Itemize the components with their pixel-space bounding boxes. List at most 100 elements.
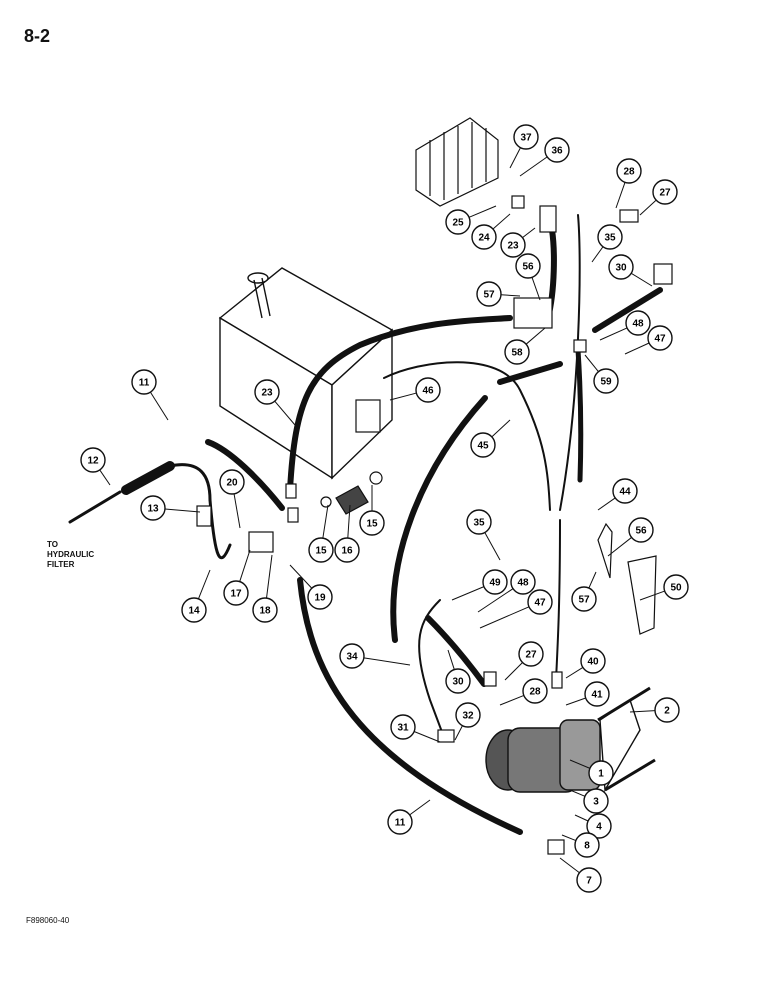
callout-circle bbox=[359, 510, 385, 536]
callout-c11b: 11 bbox=[387, 799, 431, 835]
callout-c15a: 15 bbox=[308, 504, 334, 563]
callout-leader bbox=[492, 213, 511, 230]
callout-circle bbox=[616, 158, 642, 184]
callout-label: 11 bbox=[139, 378, 150, 389]
callout-group: 1234781111121314151516171819202323242527… bbox=[80, 124, 689, 893]
callout-c7: 7 bbox=[559, 857, 602, 893]
callout-c19: 19 bbox=[289, 564, 333, 610]
callout-leader bbox=[468, 205, 497, 218]
callout-c56b: 56 bbox=[607, 517, 654, 557]
callout-label: 47 bbox=[654, 334, 666, 345]
callout-leader bbox=[477, 588, 514, 613]
callout-circle bbox=[466, 509, 492, 535]
callout-c18: 18 bbox=[252, 554, 278, 623]
callout-c27b: 27 bbox=[504, 641, 544, 681]
callout-leader bbox=[629, 710, 656, 713]
callout-circle bbox=[445, 209, 471, 235]
callout-c23b: 23 bbox=[500, 227, 536, 258]
callout-c57b: 57 bbox=[571, 571, 597, 612]
callout-label: 58 bbox=[511, 348, 523, 359]
callout-c34: 34 bbox=[339, 643, 411, 669]
callout-circle bbox=[252, 597, 278, 623]
callout-circle bbox=[625, 310, 651, 336]
callout-c45: 45 bbox=[470, 419, 511, 458]
callout-circle bbox=[522, 678, 548, 704]
callout-circle bbox=[518, 641, 544, 667]
callout-c49: 49 bbox=[451, 569, 508, 601]
callout-circle bbox=[131, 369, 157, 395]
callout-circle bbox=[482, 569, 508, 595]
hydraulic-tank bbox=[218, 267, 394, 480]
callout-circle bbox=[612, 478, 638, 504]
callout-label: 45 bbox=[477, 441, 489, 452]
callout-circle bbox=[181, 597, 207, 623]
callout-leader bbox=[233, 493, 241, 529]
callout-leader bbox=[597, 497, 616, 511]
note-line-3: FILTER bbox=[47, 560, 75, 569]
callout-label: 27 bbox=[659, 188, 671, 199]
callout-leader bbox=[639, 590, 665, 601]
callout-circle bbox=[470, 432, 496, 458]
callout-c3: 3 bbox=[569, 788, 609, 814]
callout-leader bbox=[615, 182, 626, 209]
callout-c44: 44 bbox=[597, 478, 638, 511]
callout-circle bbox=[583, 788, 609, 814]
callout-leader bbox=[289, 564, 313, 589]
hydraulic-filter-note: TO HYDRAULIC FILTER bbox=[47, 540, 94, 570]
callout-label: 27 bbox=[525, 650, 537, 661]
callout-leader bbox=[347, 504, 351, 539]
callout-circle bbox=[307, 584, 333, 610]
callout-c14: 14 bbox=[181, 569, 211, 623]
callout-circle bbox=[415, 377, 441, 403]
callout-circle bbox=[576, 867, 602, 893]
page-number: 8-2 bbox=[24, 26, 51, 46]
callout-c4: 4 bbox=[574, 813, 612, 839]
callout-circle bbox=[544, 137, 570, 163]
callout-label: 4 bbox=[596, 822, 602, 833]
callout-c13: 13 bbox=[140, 495, 201, 521]
callout-label: 47 bbox=[534, 598, 546, 609]
callout-leader bbox=[509, 147, 521, 169]
callout-leader bbox=[630, 272, 653, 287]
callout-circle bbox=[390, 714, 416, 740]
callout-circle bbox=[647, 325, 673, 351]
callout-circle bbox=[387, 809, 413, 835]
callout-circle bbox=[476, 281, 502, 307]
callout-leader bbox=[504, 662, 523, 681]
callout-label: 35 bbox=[473, 518, 485, 529]
callout-c35b: 35 bbox=[466, 509, 501, 561]
callout-label: 36 bbox=[551, 146, 563, 157]
fittings bbox=[196, 195, 673, 855]
callout-leader bbox=[525, 327, 546, 345]
callout-circle bbox=[597, 224, 623, 250]
callout-label: 15 bbox=[366, 519, 378, 530]
callout-c20: 20 bbox=[219, 469, 245, 529]
callout-circle bbox=[513, 124, 539, 150]
callout-leader bbox=[363, 657, 411, 666]
callout-label: 17 bbox=[230, 589, 242, 600]
callout-label: 56 bbox=[522, 262, 534, 273]
callout-leader bbox=[484, 532, 501, 561]
callout-c56a: 56 bbox=[515, 253, 541, 301]
callout-circle bbox=[663, 574, 689, 600]
callout-circle bbox=[608, 254, 634, 280]
callout-leader bbox=[413, 731, 441, 743]
callout-circle bbox=[510, 569, 536, 595]
callout-c41: 41 bbox=[565, 681, 610, 707]
control-valve-bank bbox=[415, 117, 499, 207]
callout-circle bbox=[140, 495, 166, 521]
callout-leader bbox=[149, 391, 169, 421]
callout-label: 11 bbox=[395, 818, 406, 829]
callout-leader bbox=[454, 725, 463, 741]
callout-label: 59 bbox=[600, 377, 612, 388]
callout-leader bbox=[574, 814, 589, 822]
callout-c27a: 27 bbox=[639, 179, 678, 216]
callout-c2: 2 bbox=[629, 697, 680, 723]
callout-label: 3 bbox=[593, 797, 599, 808]
callout-leader bbox=[531, 277, 541, 301]
callout-label: 19 bbox=[314, 593, 326, 604]
callout-label: 32 bbox=[462, 711, 474, 722]
callout-circle bbox=[455, 702, 481, 728]
callout-circle bbox=[504, 339, 530, 365]
